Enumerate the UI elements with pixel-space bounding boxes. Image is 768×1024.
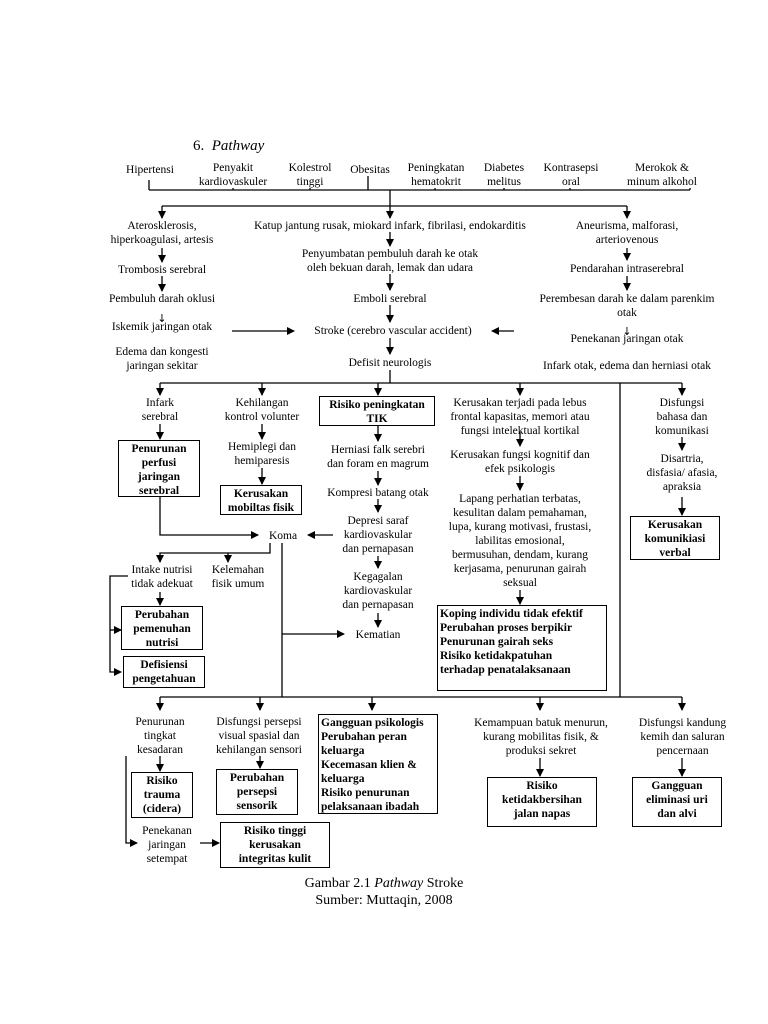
diagnosis-eliminasi: Gangguan eliminasi uri dan alvi [632, 777, 722, 827]
diagnosis-jalan-napas: Risiko ketidakbersihan jalan napas [487, 777, 597, 827]
node-emboli: Emboli serebral [353, 293, 427, 305]
node-kerusakan-lobus: Kerusakan terjadi pada lebus frontal kap… [450, 397, 590, 437]
diagnosis-tik: Risiko peningkatan TIK [319, 396, 435, 426]
node-aneurisma: Aneurisma, malforasi, arteriovenous [575, 220, 679, 246]
node-penurunan-kesadaran: Penurunan tingkat kesadaran [135, 716, 185, 756]
diagnosis-integritas-kulit: Risiko tinggi kerusakan integritas kulit [220, 822, 330, 868]
diagnosis-mobilitas-fisik: Kerusakan mobiltas fisik [220, 485, 302, 515]
risk-factor-merokok: Merokok & minum alkohol [627, 162, 697, 188]
node-kelemahan-fisik: Kelemahan fisik umum [211, 564, 265, 590]
diagnosis-komunikasi-verbal: Kerusakan komunikiasi verbal [630, 516, 720, 560]
node-penekanan-jaringan: Penekanan jaringan setempat [142, 825, 192, 865]
node-stroke: Stroke (cerebro vascular accident) [314, 325, 472, 337]
node-lapang-perhatian: Lapang perhatian terbatas, kesulitan dal… [448, 493, 592, 589]
node-aterosklerosis: Aterosklerosis, hiperkoagulasi, artesis [110, 220, 214, 246]
diagnosis-gangguan-psikologis: Gangguan psikologis Perubahan peran kelu… [318, 714, 438, 814]
node-penekanan: Penekanan jaringan otak [570, 333, 684, 345]
figure-caption: Gambar 2.1 Pathway Stroke Sumber: Muttaq… [0, 875, 768, 909]
risk-factor-hipertensi: Hipertensi [126, 164, 174, 176]
diagnosis-risiko-trauma: Risiko trauma (cidera) [131, 772, 193, 818]
node-kegagalan: Kegagalan kardiovaskular dan pernapasan [342, 571, 414, 611]
node-katup-jantung: Katup jantung rusak, miokard infark, fib… [254, 220, 526, 232]
node-fungsi-kognitif: Kerusakan fungsi kognitif dan efek psiko… [450, 449, 590, 475]
node-hemiplegi: Hemiplegi dan hemiparesis [227, 441, 297, 467]
risk-factor-diabetes: Diabetes melitus [483, 162, 525, 188]
risk-factor-kontrasepsi: Kontrasepsi oral [543, 162, 599, 188]
node-disfungsi-kandung: Disfungsi kandung kemih dan saluran penc… [638, 717, 727, 757]
risk-factor-kardiovaskuler: Penyakit kardiovaskuler [198, 162, 268, 188]
diagnosis-persepsi-sensorik: Perubahan persepsi sensorik [216, 769, 298, 815]
node-kompresi: Kompresi batang otak [327, 487, 429, 499]
node-defisit-neurologis: Defisit neurologis [348, 357, 432, 369]
node-infark-otak: Infark otak, edema dan herniasi otak [543, 360, 711, 372]
diagnosis-perfusi-serebral: Penurunan perfusi jaringan serebral [118, 440, 200, 497]
node-oklusi: Pembuluh darah oklusi [108, 293, 216, 305]
node-perembesan: Perembesan darah ke dalam parenkim otak [539, 293, 715, 319]
node-herniasi: Herniasi falk serebri dan foram en magru… [327, 444, 429, 470]
node-batuk-menurun: Kemampuan batuk menurun, kurang mobilita… [474, 717, 608, 757]
node-depresi-saraf: Depresi saraf kardiovaskular dan pernapa… [342, 515, 414, 555]
node-kematian: Kematian [355, 629, 401, 641]
node-disartria: Disartria, disfasia/ afasia, apraksia [646, 453, 718, 493]
node-edema: Edema dan kongesti jaringan sekitar [115, 346, 209, 372]
node-penyumbatan: Penyumbatan pembuluh darah ke otak oleh … [301, 248, 479, 274]
diagnosis-pengetahuan: Defisiensi pengetahuan [123, 656, 205, 688]
heading-number: 6. [193, 138, 205, 154]
risk-factor-kolesterol: Kolestrol tinggi [288, 162, 332, 188]
node-disfungsi-persepsi: Disfungsi persepsi visual spasial dan ke… [216, 716, 302, 756]
risk-factor-obesitas: Obesitas [350, 164, 390, 176]
node-koma: Koma [268, 530, 298, 542]
svg-text:↓: ↓ [157, 312, 166, 325]
node-pendarahan: Pendarahan intraserebral [570, 263, 684, 275]
node-disfungsi-bahasa: Disfungsi bahasa dan komunikasi [655, 397, 709, 437]
svg-text:↓: ↓ [622, 325, 631, 338]
caption-title: Gambar 2.1 Pathway Stroke [304, 876, 464, 891]
section-heading: 6. Pathway [193, 138, 264, 155]
node-infark-serebral: Infark serebral [141, 397, 179, 423]
diagnosis-nutrisi: Perubahan pemenuhan nutrisi [121, 606, 203, 650]
caption-source: Sumber: Muttaqin, 2008 [315, 893, 453, 908]
heading-title: Pathway [211, 138, 265, 154]
node-trombosis: Trombosis serebral [117, 264, 207, 276]
node-kehilangan-kontrol: Kehilangan kontrol volunter [224, 397, 300, 423]
risk-factor-hematokrit: Peningkatan hematokrit [407, 162, 465, 188]
node-iskemik: Iskemik jaringan otak [111, 321, 213, 333]
diagnosis-koping: Koping individu tidak efektif Perubahan … [437, 605, 607, 691]
node-intake-nutrisi: Intake nutrisi tidak adekuat [131, 564, 193, 590]
